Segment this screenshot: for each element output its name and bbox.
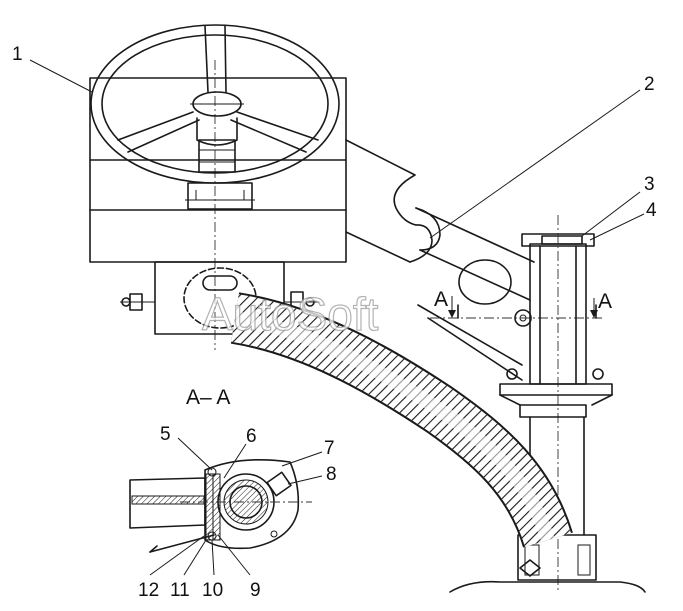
callout-12: 12 bbox=[138, 580, 159, 601]
section-marker-left: A bbox=[434, 288, 456, 318]
callout-4: 4 bbox=[646, 200, 657, 221]
svg-text:A: A bbox=[434, 288, 448, 311]
section-title: A– A bbox=[186, 386, 230, 409]
corrugated-hose bbox=[230, 292, 573, 549]
frame-beams bbox=[345, 139, 605, 381]
svg-text:A: A bbox=[598, 290, 612, 313]
steering-wheel bbox=[90, 24, 340, 210]
callout-10: 10 bbox=[202, 580, 223, 601]
callout-8: 8 bbox=[326, 464, 337, 485]
column-housing bbox=[120, 261, 320, 335]
callout-11: 11 bbox=[170, 580, 190, 601]
callout-5: 5 bbox=[160, 424, 171, 445]
callout-2: 2 bbox=[644, 74, 655, 95]
section-a-a-detail bbox=[129, 458, 312, 553]
watermark: AutoSoft bbox=[202, 288, 379, 340]
callout-9: 9 bbox=[250, 580, 261, 601]
callout-3: 3 bbox=[644, 174, 655, 195]
section-marker-right: A bbox=[590, 290, 612, 318]
callout-6: 6 bbox=[246, 426, 257, 447]
steering-pedestal bbox=[449, 215, 646, 593]
callout-7: 7 bbox=[324, 438, 335, 459]
callout-1: 1 bbox=[12, 44, 23, 65]
leader-lines bbox=[29, 59, 645, 576]
